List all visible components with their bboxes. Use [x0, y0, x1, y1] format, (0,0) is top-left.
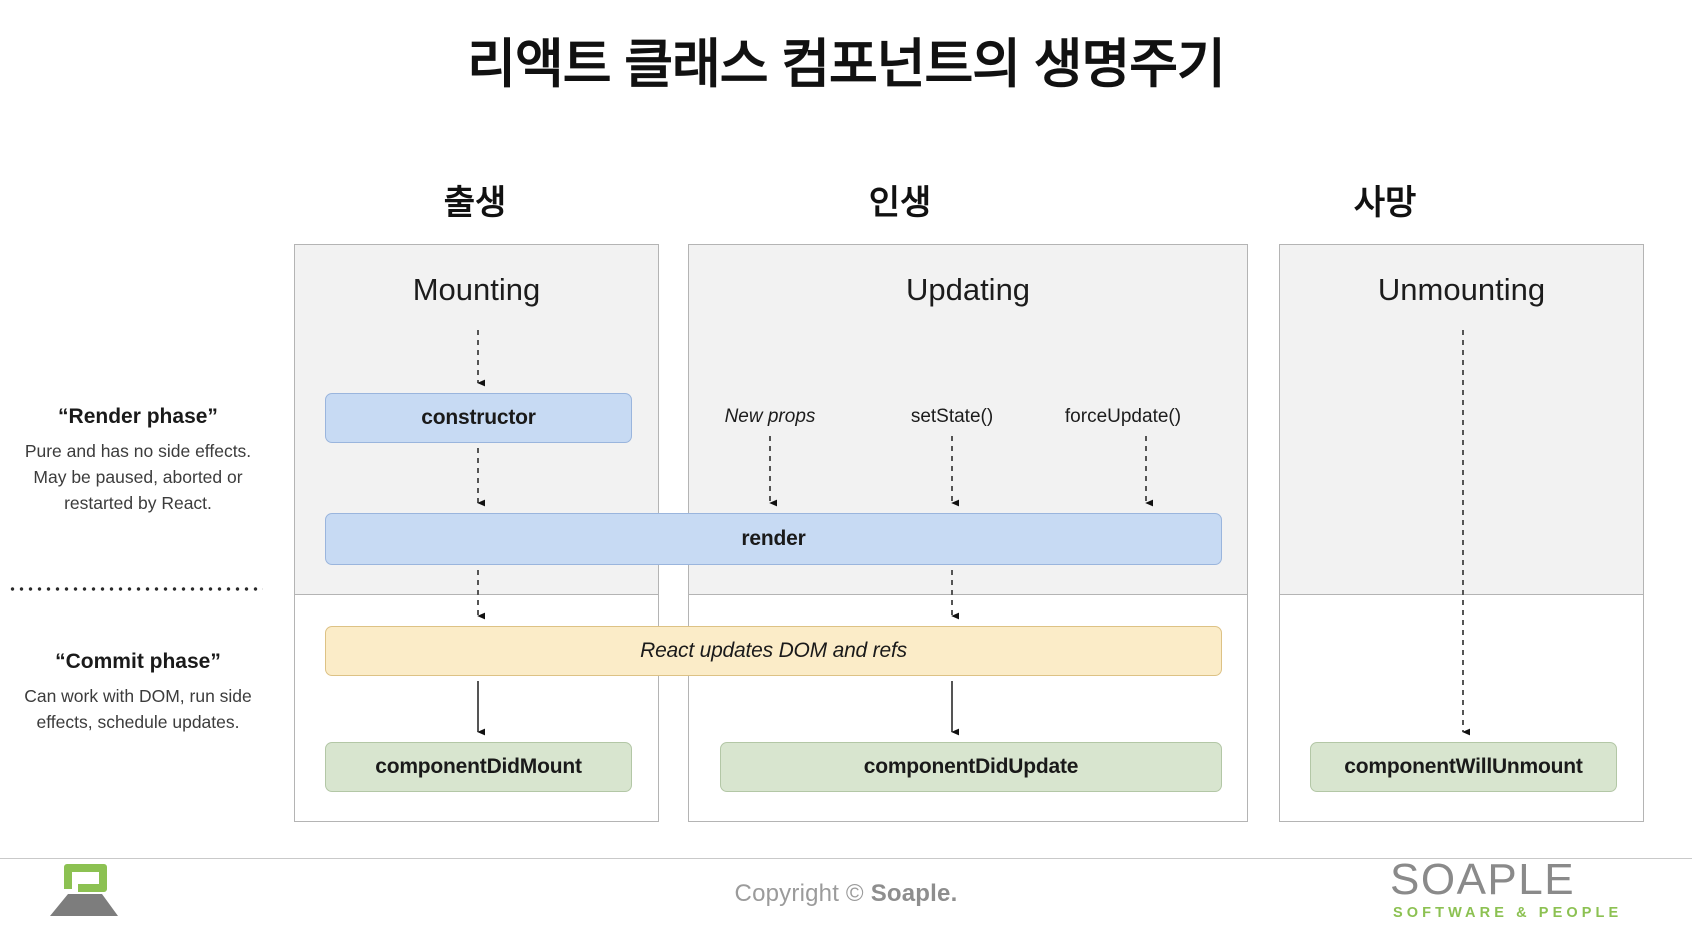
lifecycle-box-component-will-unmount[interactable]: componentWillUnmount: [1310, 742, 1617, 792]
lifecycle-box-constructor[interactable]: constructor: [325, 393, 632, 443]
panel-title-updating: Updating: [905, 272, 1031, 307]
trigger-label-new-props: New props: [724, 406, 816, 427]
stage-header-death: 사망: [1353, 184, 1417, 222]
stage-header-life: 인생: [868, 184, 932, 222]
phase-note-commit-body: Can work with DOM, run side effects, sch…: [24, 686, 252, 732]
soaple-wordmark-sub: SOFTWARE & PEOPLE: [1393, 904, 1623, 921]
trigger-label-setstate: setState(): [910, 406, 994, 427]
footer-divider: [0, 858, 1692, 859]
lifecycle-box-component-did-update[interactable]: componentDidUpdate: [720, 742, 1222, 792]
phase-divider-dotted-line: [8, 587, 263, 591]
soaple-logo-icon: [50, 864, 118, 916]
panel-title-mounting: Mounting: [412, 272, 541, 307]
phase-note-commit-title: “Commit phase”: [55, 650, 221, 673]
soaple-wordmark-main: SOAPLE: [1390, 855, 1576, 904]
lifecycle-box-react-updates-dom[interactable]: React updates DOM and refs: [325, 626, 1222, 676]
lifecycle-box-component-did-mount[interactable]: componentDidMount: [325, 742, 632, 792]
copyright-text: Copyright © Soaple.: [0, 880, 1692, 908]
panel-title-unmounting: Unmounting: [1377, 272, 1546, 307]
panel-unmounting-render-phase: [1279, 244, 1644, 594]
copyright-brand: Soaple.: [870, 880, 958, 907]
page-title: 리액트 클래스 컴포넌트의 생명주기: [467, 35, 1226, 94]
soaple-wordmark: SOAPLE SOFTWARE & PEOPLE: [1390, 855, 1650, 921]
phase-note-render-title: “Render phase”: [58, 405, 218, 428]
trigger-label-forceupdate: forceUpdate(): [1064, 406, 1182, 427]
phase-note-commit: “Commit phase” Can work with DOM, run si…: [8, 650, 268, 736]
phase-note-render: “Render phase” Pure and has no side effe…: [8, 405, 268, 517]
lifecycle-box-render[interactable]: render: [325, 513, 1222, 565]
phase-note-render-body: Pure and has no side effects. May be pau…: [24, 441, 252, 513]
copyright-prefix: Copyright ©: [734, 880, 871, 907]
stage-header-birth: 출생: [443, 184, 507, 222]
